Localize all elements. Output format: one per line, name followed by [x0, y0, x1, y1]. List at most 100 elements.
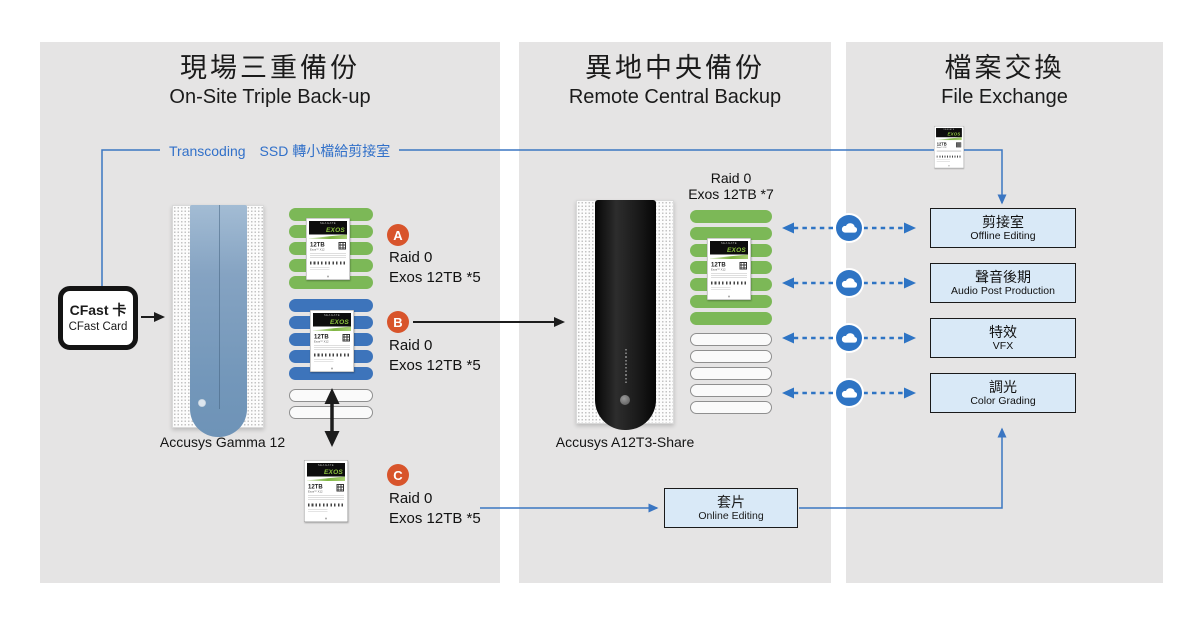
- exos-drive-card: SEAGATE EXOS 12TB Exos™ X12: [310, 310, 354, 372]
- drive-model: EXOS: [947, 131, 961, 137]
- section-title-zh: 異地中央備份: [585, 53, 765, 83]
- drive-text-lines: [936, 159, 950, 163]
- drive-text-lines: [314, 359, 334, 364]
- station-name-en: Offline Editing: [970, 230, 1036, 243]
- drive-head: SEAGATE EXOS: [313, 313, 351, 327]
- drive-capacity: 12TB: [711, 261, 726, 268]
- drive-barcode: [308, 503, 344, 507]
- drive-capacity: 12TB: [314, 333, 329, 340]
- drive-head: SEAGATE EXOS: [936, 128, 962, 138]
- drive-text-lines: [936, 150, 962, 154]
- drive-swoosh: [307, 476, 345, 481]
- drive-capacity: 12TB: [310, 241, 325, 248]
- section-header-remote: 異地中央備份 Remote Central Backup: [519, 52, 831, 110]
- drive-bay-empty: [690, 401, 772, 414]
- drive-brand: SEAGATE: [943, 128, 955, 131]
- drive-bay-empty: [690, 333, 772, 346]
- drive-sub: Exos™ X12: [936, 146, 947, 149]
- raid-badge-a: A: [387, 224, 409, 246]
- qr-code: [739, 262, 747, 270]
- status-leds: [625, 349, 627, 383]
- cloud-glyph: [841, 278, 857, 288]
- drive-head: SEAGATE EXOS: [710, 241, 748, 255]
- section-header-exchange: 檔案交換 File Exchange: [846, 52, 1163, 110]
- cloud-glyph: [841, 223, 857, 233]
- cloud-sync-icon: [836, 325, 862, 351]
- ssd-transfer-drive: SEAGATE EXOS 12TB Exos™ X12: [934, 126, 964, 169]
- drive-text-lines: [308, 495, 344, 501]
- drive-head: SEAGATE EXOS: [307, 463, 345, 477]
- cfast-label-en: CFast Card: [68, 320, 128, 333]
- drive-sub: Exos™ X12: [314, 340, 329, 344]
- cloud-sync-icon: [836, 380, 862, 406]
- drive-dot: [728, 295, 730, 298]
- drive-bay-green: [690, 210, 772, 223]
- cfast-label-zh: CFast 卡: [69, 302, 127, 319]
- station-name-zh: 特效: [989, 323, 1017, 340]
- drive-capacity: 12TB: [308, 483, 323, 490]
- drive-barcode: [936, 155, 962, 158]
- panel-file-exchange: [846, 42, 1163, 583]
- drive-barcode: [711, 281, 747, 285]
- station-audio-post: 聲音後期 Audio Post Production: [930, 263, 1076, 303]
- drive-swoosh: [313, 326, 351, 331]
- drive-text-lines: [711, 287, 731, 292]
- raid-drives: Exos 12TB *5: [389, 269, 481, 286]
- drive-barcode: [314, 353, 350, 357]
- drive-bay-empty: [690, 350, 772, 363]
- drive-bay-empty: [690, 367, 772, 380]
- station-name-zh: 套片: [717, 493, 745, 510]
- drive-text-lines: [711, 273, 747, 279]
- drive-dot: [948, 165, 950, 167]
- raid-label-c: Raid 0 Exos 12TB *5: [389, 489, 481, 529]
- drive-model: EXOS: [329, 318, 349, 326]
- raid-drives: Exos 12TB *5: [389, 357, 481, 374]
- station-name-zh: 調光: [989, 378, 1017, 395]
- drive-swoosh: [309, 234, 347, 239]
- drive-capacity: 12TB: [936, 141, 947, 147]
- drive-sub: Exos™ X12: [310, 248, 325, 252]
- gamma12-name: Accusys Gamma 12: [159, 434, 286, 450]
- drive-model: EXOS: [325, 226, 345, 234]
- qr-code: [956, 142, 962, 148]
- section-title-en: On-Site Triple Back-up: [169, 86, 371, 108]
- station-name-en: VFX: [992, 340, 1014, 353]
- accusys-gamma12-tower: [172, 205, 264, 437]
- section-title-zh: 檔案交換: [944, 53, 1065, 83]
- drive-bay-empty: [289, 406, 373, 419]
- raid-type: Raid 0: [389, 490, 433, 507]
- cloud-sync-icon: [836, 270, 862, 296]
- drive-bay-green: [690, 312, 772, 325]
- power-button: [197, 399, 206, 407]
- section-title-zh: 現場三重備份: [180, 53, 360, 83]
- station-name-en: Audio Post Production: [951, 285, 1055, 298]
- drive-brand: SEAGATE: [720, 242, 738, 245]
- drive-bay-blue: [289, 299, 373, 312]
- drive-sub: Exos™ X12: [308, 490, 323, 494]
- drive-brand: SEAGATE: [317, 464, 335, 467]
- raid-type: Raid 0: [710, 170, 752, 186]
- qr-code: [342, 334, 350, 342]
- drive-text-lines: [314, 345, 350, 351]
- cloud-sync-icon: [836, 215, 862, 241]
- qr-code: [338, 242, 346, 250]
- drive-dot: [327, 275, 329, 278]
- raid-label-b: Raid 0 Exos 12TB *5: [389, 336, 481, 376]
- a12t3-name: Accusys A12T3-Share: [555, 434, 695, 450]
- power-button: [620, 395, 630, 405]
- drive-dot: [325, 517, 327, 520]
- section-title-en: Remote Central Backup: [568, 86, 782, 108]
- section-header-onsite: 現場三重備份 On-Site Triple Back-up: [40, 52, 500, 110]
- central-raid-label: Raid 0 Exos 12TB *7: [685, 170, 777, 202]
- exos-drive-card: SEAGATE EXOS 12TB Exos™ X12: [304, 460, 348, 522]
- station-name-en: Color Grading: [970, 395, 1036, 408]
- raid-drives: Exos 12TB *7: [688, 185, 774, 202]
- drive-bay-empty: [690, 384, 772, 397]
- drive-brand: SEAGATE: [319, 222, 337, 225]
- exos-drive-card: SEAGATE EXOS 12TB Exos™ X12: [306, 218, 350, 280]
- accusys-a12t3-tower: [576, 200, 674, 430]
- station-online-editing: 套片 Online Editing: [664, 488, 798, 528]
- raid-badge-c: C: [387, 464, 409, 486]
- station-name-zh: 聲音後期: [975, 268, 1031, 285]
- raid-drives: Exos 12TB *5: [389, 510, 481, 527]
